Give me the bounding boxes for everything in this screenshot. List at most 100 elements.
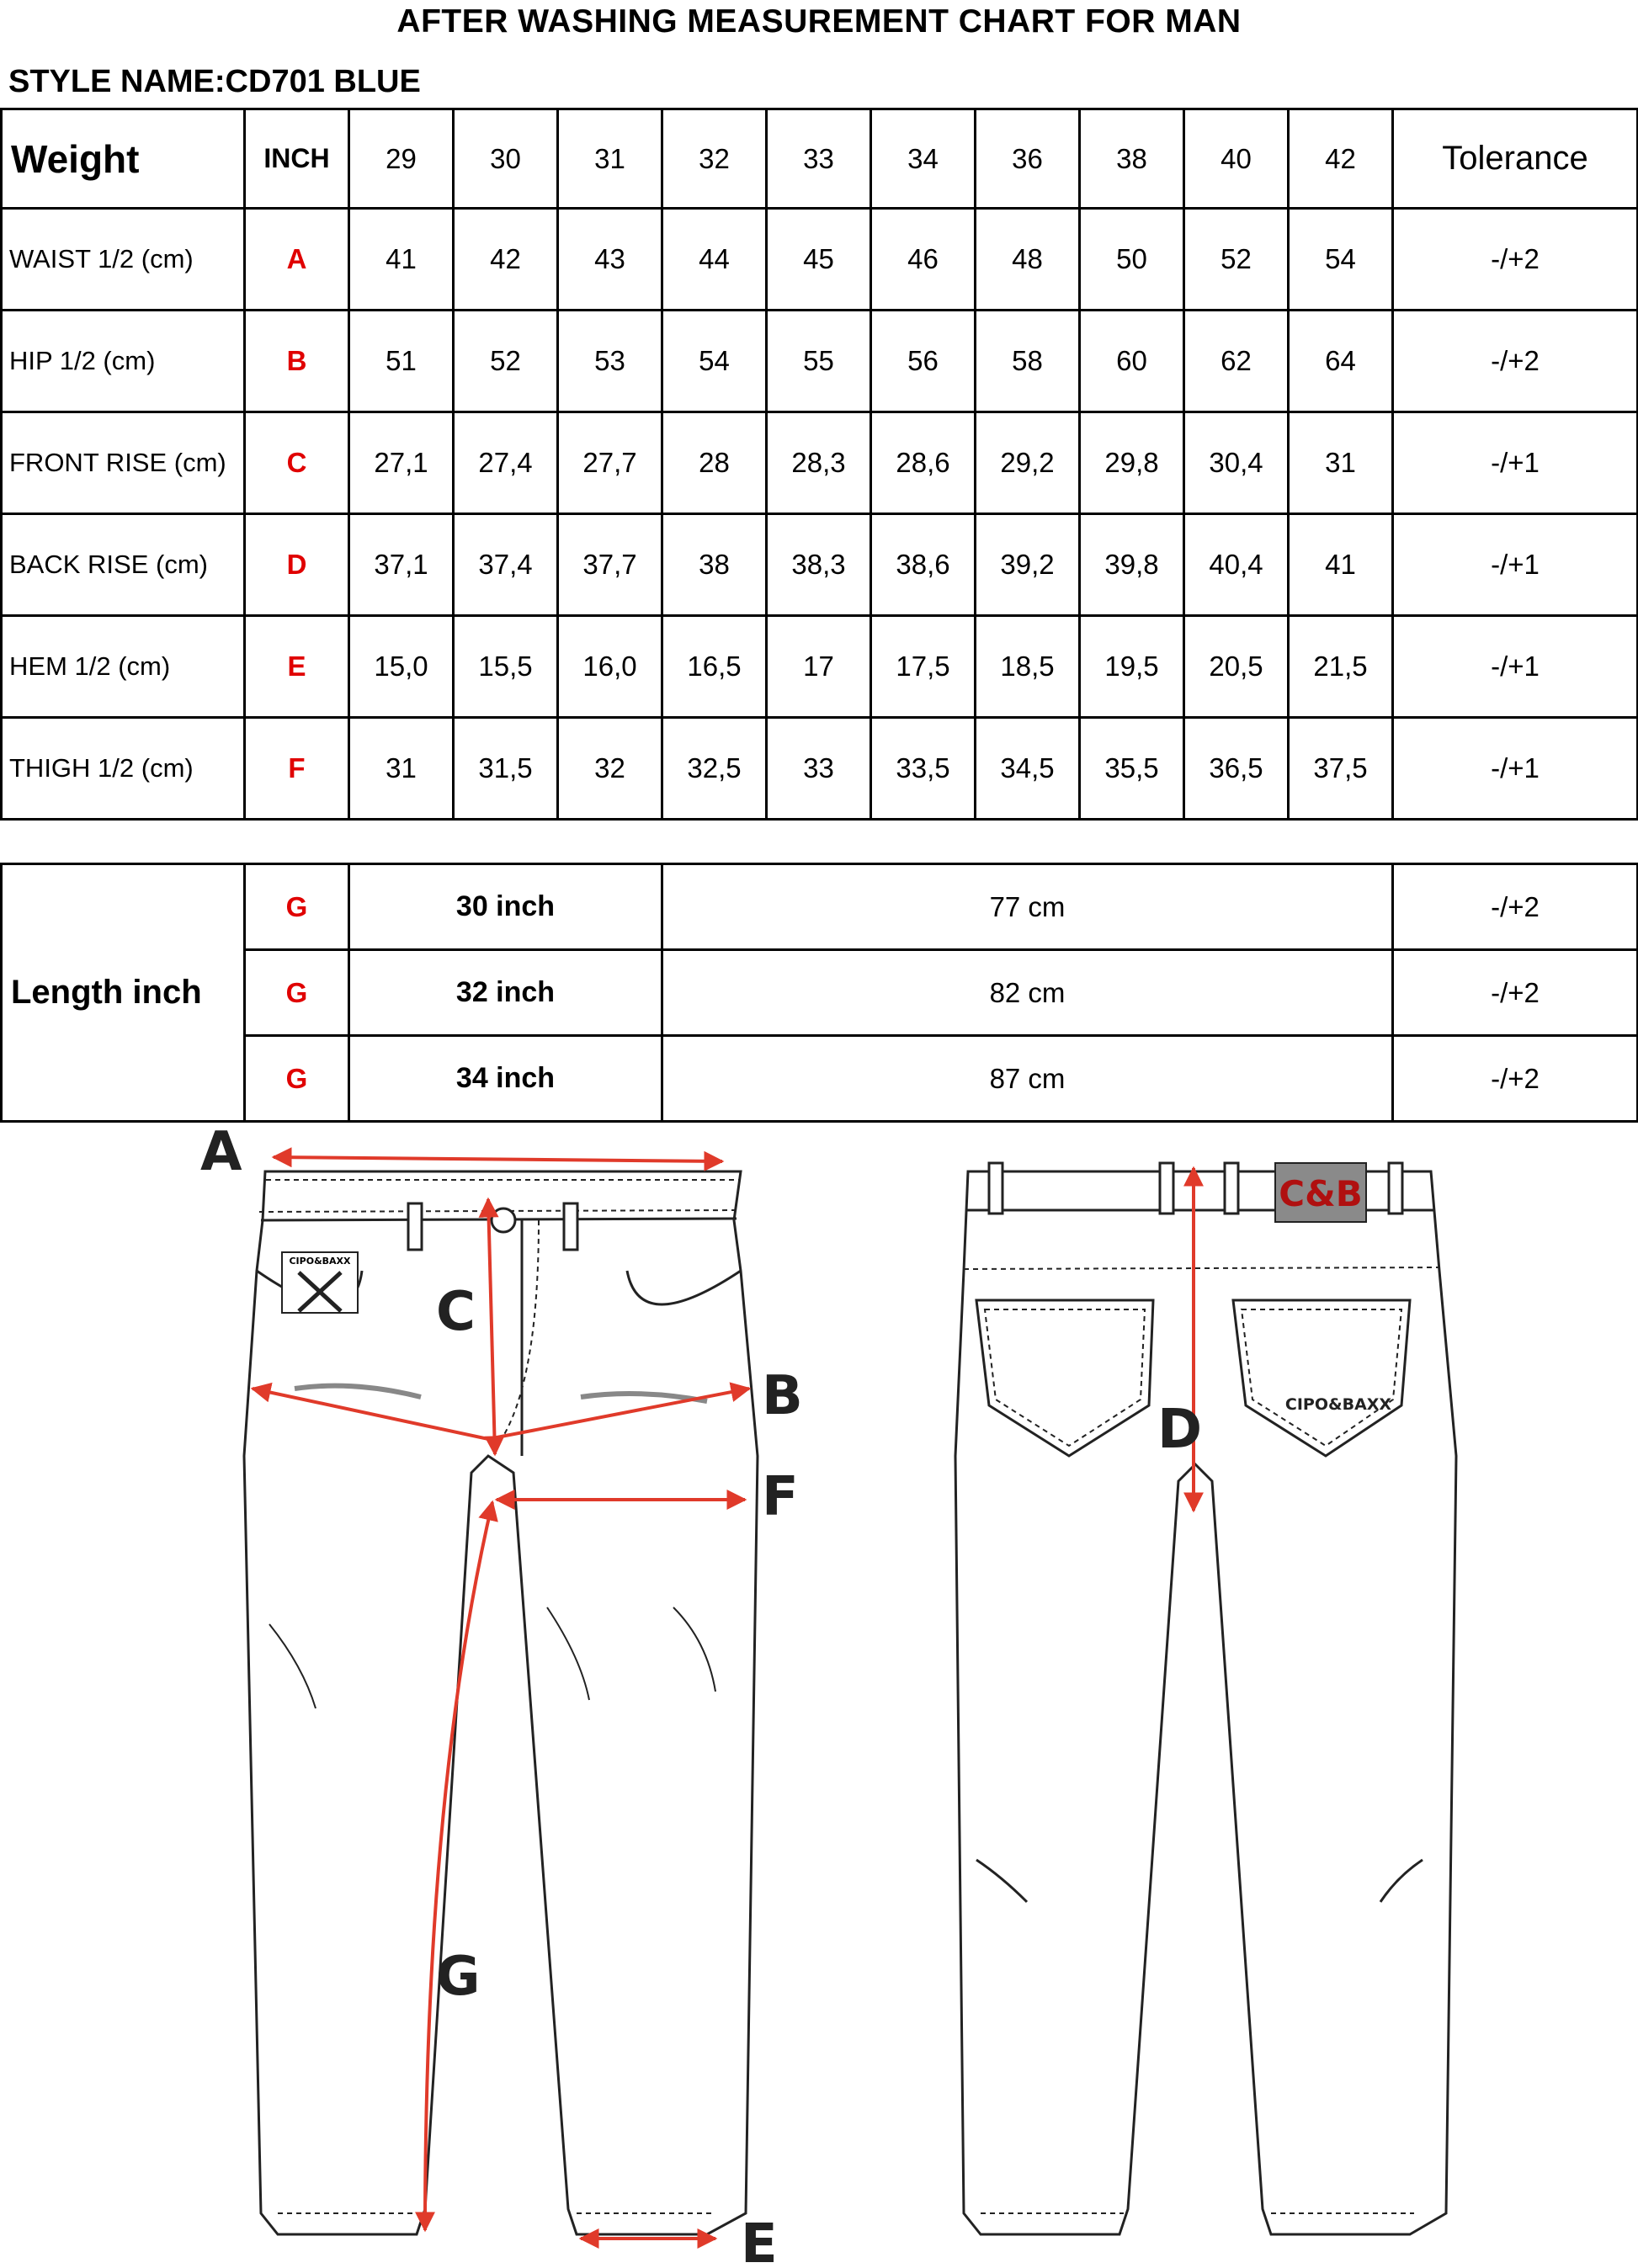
size-measurement-table: Weight INCH 29 30 31 32 33 34 36 38 40 4… xyxy=(0,108,1638,821)
measure-value: 31 xyxy=(1287,411,1394,515)
tolerance-header: Tolerance xyxy=(1391,108,1638,210)
measure-value: 40,4 xyxy=(1183,513,1290,617)
measure-tolerance: -/+1 xyxy=(1391,614,1638,719)
label-c: C xyxy=(436,1281,476,1343)
length-measurement-table: Length inch G 30 inch 77 cm -/+2 G 32 in… xyxy=(0,863,1638,1123)
measure-code: C xyxy=(243,411,350,515)
table-row: HIP 1/2 (cm) B 51 52 53 54 55 56 58 60 6… xyxy=(0,309,1638,413)
measure-value: 16,0 xyxy=(556,614,663,719)
length-code: G xyxy=(243,948,350,1037)
size-header: 30 xyxy=(452,108,559,210)
size-header: 38 xyxy=(1078,108,1185,210)
measure-value: 58 xyxy=(974,309,1081,413)
length-code: G xyxy=(243,863,350,951)
measure-value: 28,3 xyxy=(765,411,872,515)
style-name: STYLE NAME:CD701 BLUE xyxy=(8,64,421,99)
measure-value: 15,5 xyxy=(452,614,559,719)
measure-value: 28 xyxy=(661,411,768,515)
length-tolerance: -/+2 xyxy=(1391,1034,1638,1123)
length-inch: 30 inch xyxy=(348,863,663,951)
size-header: 36 xyxy=(974,108,1081,210)
measure-value: 44 xyxy=(661,207,768,311)
measure-tolerance: -/+2 xyxy=(1391,309,1638,413)
measure-value: 37,7 xyxy=(556,513,663,617)
measure-value: 34,5 xyxy=(974,716,1081,821)
measure-value: 53 xyxy=(556,309,663,413)
measure-value: 37,4 xyxy=(452,513,559,617)
chart-title: AFTER WASHING MEASUREMENT CHART FOR MAN xyxy=(396,3,1242,40)
measure-value: 39,8 xyxy=(1078,513,1185,617)
inch-header: INCH xyxy=(243,108,350,210)
weight-header: Weight xyxy=(0,108,246,210)
measure-value: 50 xyxy=(1078,207,1185,311)
measure-code: B xyxy=(243,309,350,413)
length-tolerance: -/+2 xyxy=(1391,863,1638,951)
belt-loop xyxy=(562,1202,579,1251)
measure-value: 54 xyxy=(1287,207,1394,311)
size-header: 33 xyxy=(765,108,872,210)
measure-value: 42 xyxy=(452,207,559,311)
measure-value: 41 xyxy=(1287,513,1394,617)
measure-value: 38 xyxy=(661,513,768,617)
measure-value: 39,2 xyxy=(974,513,1081,617)
arrow-b xyxy=(250,1382,752,1442)
length-cm: 82 cm xyxy=(661,948,1394,1037)
pocket-logo-text: CIPO&BAXX xyxy=(1285,1395,1391,1414)
belt-loop xyxy=(1158,1161,1175,1215)
measure-label: FRONT RISE (cm) xyxy=(0,411,246,515)
belt-loop xyxy=(1387,1161,1404,1215)
coin-pocket-logo: CIPO&BAXX xyxy=(281,1251,359,1314)
brand-tag-text: C&B xyxy=(1279,1173,1362,1214)
measure-label: HIP 1/2 (cm) xyxy=(0,309,246,413)
measure-tolerance: -/+1 xyxy=(1391,716,1638,821)
length-tolerance: -/+2 xyxy=(1391,948,1638,1037)
measure-value: 20,5 xyxy=(1183,614,1290,719)
measure-value: 31,5 xyxy=(452,716,559,821)
measure-value: 54 xyxy=(661,309,768,413)
arrow-c xyxy=(478,1197,505,1457)
measure-value: 15,0 xyxy=(348,614,455,719)
measure-value: 62 xyxy=(1183,309,1290,413)
measure-value: 38,6 xyxy=(870,513,976,617)
label-f: F xyxy=(762,1466,799,1528)
size-header: 40 xyxy=(1183,108,1290,210)
front-jeans-outline xyxy=(242,1170,759,2236)
measure-label: BACK RISE (cm) xyxy=(0,513,246,617)
measure-value: 16,5 xyxy=(661,614,768,719)
measure-value: 45 xyxy=(765,207,872,311)
measure-value: 41 xyxy=(348,207,455,311)
measurement-arrows xyxy=(250,1147,1204,2249)
arrow-a xyxy=(271,1147,725,1171)
arrow-g xyxy=(415,1500,498,2233)
measure-value: 28,6 xyxy=(870,411,976,515)
measure-code: F xyxy=(243,716,350,821)
label-g: G xyxy=(436,1946,481,2008)
size-header: 31 xyxy=(556,108,663,210)
measure-code: E xyxy=(243,614,350,719)
measure-value: 29,8 xyxy=(1078,411,1185,515)
measure-value: 35,5 xyxy=(1078,716,1185,821)
length-inch: 32 inch xyxy=(348,948,663,1037)
label-e: E xyxy=(741,2213,778,2268)
measure-value: 27,4 xyxy=(452,411,559,515)
measure-tolerance: -/+1 xyxy=(1391,411,1638,515)
table-row: G 32 inch 82 cm -/+2 xyxy=(2,948,1638,1037)
length-inch: 34 inch xyxy=(348,1034,663,1123)
measure-value: 55 xyxy=(765,309,872,413)
label-b: B xyxy=(762,1365,803,1427)
measure-label: WAIST 1/2 (cm) xyxy=(0,207,246,311)
measure-value: 56 xyxy=(870,309,976,413)
measure-value: 48 xyxy=(974,207,1081,311)
measure-value: 37,1 xyxy=(348,513,455,617)
measure-code: A xyxy=(243,207,350,311)
measure-tolerance: -/+2 xyxy=(1391,207,1638,311)
measure-value: 32,5 xyxy=(661,716,768,821)
measure-label: HEM 1/2 (cm) xyxy=(0,614,246,719)
measure-value: 27,1 xyxy=(348,411,455,515)
measure-value: 43 xyxy=(556,207,663,311)
table-row: THIGH 1/2 (cm) F 31 31,5 32 32,5 33 33,5… xyxy=(0,716,1638,821)
measure-value: 52 xyxy=(1183,207,1290,311)
size-header: 29 xyxy=(348,108,455,210)
measure-value: 60 xyxy=(1078,309,1185,413)
table-row: FRONT RISE (cm) C 27,1 27,4 27,7 28 28,3… xyxy=(0,411,1638,515)
